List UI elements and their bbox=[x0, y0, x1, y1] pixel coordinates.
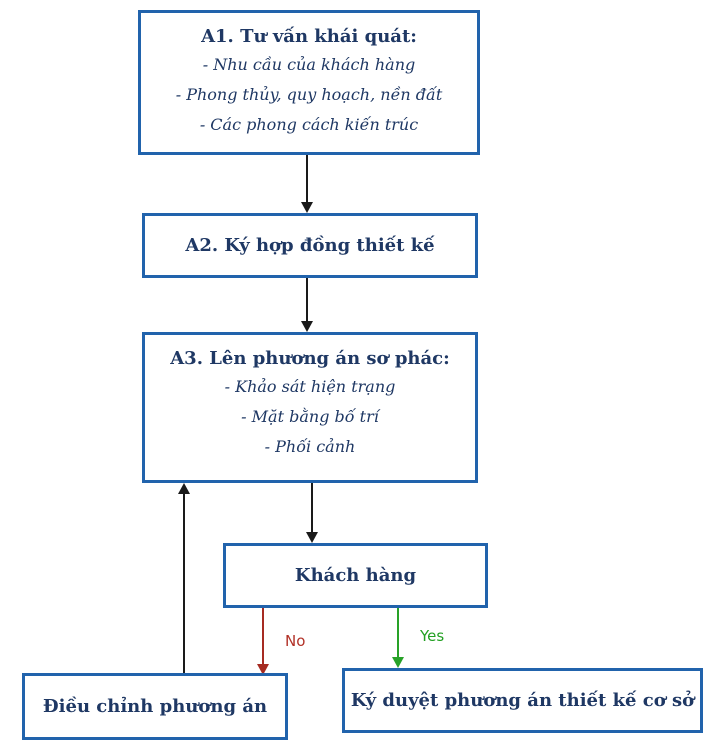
node-a1-item-1: - Nhu cầu của khách hàng bbox=[202, 55, 416, 74]
arrow-line bbox=[306, 278, 308, 321]
arrowhead-down-icon bbox=[301, 202, 313, 213]
node-a2-ky-hop-dong: A2. Ký hợp đồng thiết kế bbox=[142, 213, 478, 278]
node-ky-duyet-title: Ký duyệt phương án thiết kế cơ sở bbox=[350, 689, 695, 711]
arrowhead-up-icon bbox=[178, 483, 190, 494]
node-khach-hang-title: Khách hàng bbox=[294, 564, 417, 586]
node-a1-item-2: - Phong thủy, quy hoạch, nền đất bbox=[175, 85, 443, 104]
node-dieu-chinh-title: Điều chỉnh phương án bbox=[42, 695, 268, 717]
node-a3-item-1: - Khảo sát hiện trạng bbox=[224, 377, 396, 396]
node-a1-item-3: - Các phong cách kiến trúc bbox=[199, 115, 419, 134]
arrowhead-down-icon bbox=[301, 321, 313, 332]
arrowhead-down-icon bbox=[306, 532, 318, 543]
arrow-line bbox=[311, 483, 313, 532]
node-a3-item-2: - Mặt bằng bố trí bbox=[241, 407, 379, 426]
arrow-line bbox=[183, 494, 185, 673]
node-a2-title: A2. Ký hợp đồng thiết kế bbox=[185, 234, 435, 256]
node-ky-duyet-phuong-an: Ký duyệt phương án thiết kế cơ sở bbox=[342, 668, 703, 733]
arrow-line bbox=[262, 608, 264, 664]
node-a3-phuong-an-so-phac: A3. Lên phương án sơ phác: - Khảo sát hi… bbox=[142, 332, 478, 483]
node-dieu-chinh-phuong-an: Điều chỉnh phương án bbox=[22, 673, 288, 740]
edge-label-no: No bbox=[285, 632, 306, 650]
node-khach-hang: Khách hàng bbox=[223, 543, 488, 608]
node-a3-item-3: - Phối cảnh bbox=[264, 437, 356, 456]
node-a3-title: A3. Lên phương án sơ phác: bbox=[170, 348, 450, 369]
edge-label-yes: Yes bbox=[420, 627, 445, 645]
arrowhead-down-icon bbox=[392, 657, 404, 668]
arrowhead-down-icon bbox=[257, 664, 269, 675]
arrow-line bbox=[306, 155, 308, 202]
node-a1-title: A1. Tư vấn khái quát: bbox=[201, 26, 417, 47]
arrow-line bbox=[397, 608, 399, 657]
node-a1-tu-van-khai-quat: A1. Tư vấn khái quát: - Nhu cầu của khác… bbox=[138, 10, 480, 155]
